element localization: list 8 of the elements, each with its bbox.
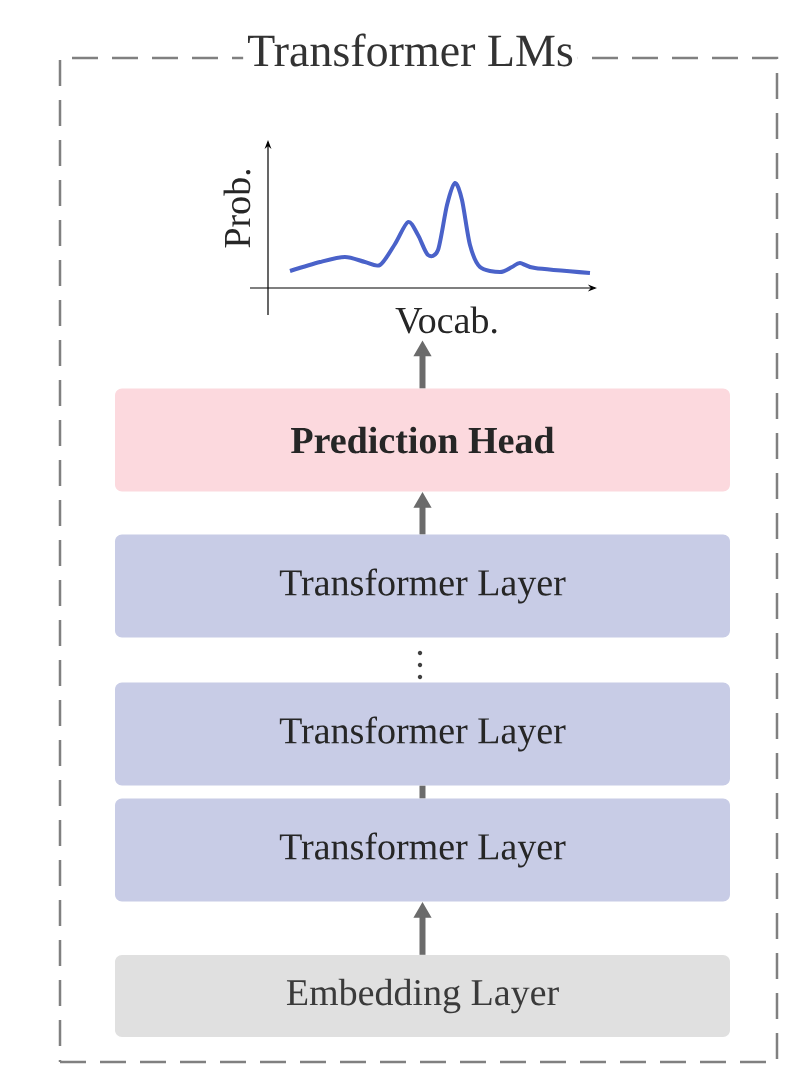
- layer-box: Prediction Head: [115, 388, 730, 492]
- axis-label: Prob.: [223, 169, 251, 248]
- layer-box: Embedding Layer: [115, 955, 730, 1037]
- axis-label: Vocab.: [395, 306, 497, 334]
- layer-box: Transformer Layer: [115, 682, 730, 786]
- layer-box: Transformer Layer: [115, 534, 730, 638]
- layer-box: Transformer Layer: [115, 798, 730, 902]
- frame-title: Transformer LMs: [243, 29, 578, 71]
